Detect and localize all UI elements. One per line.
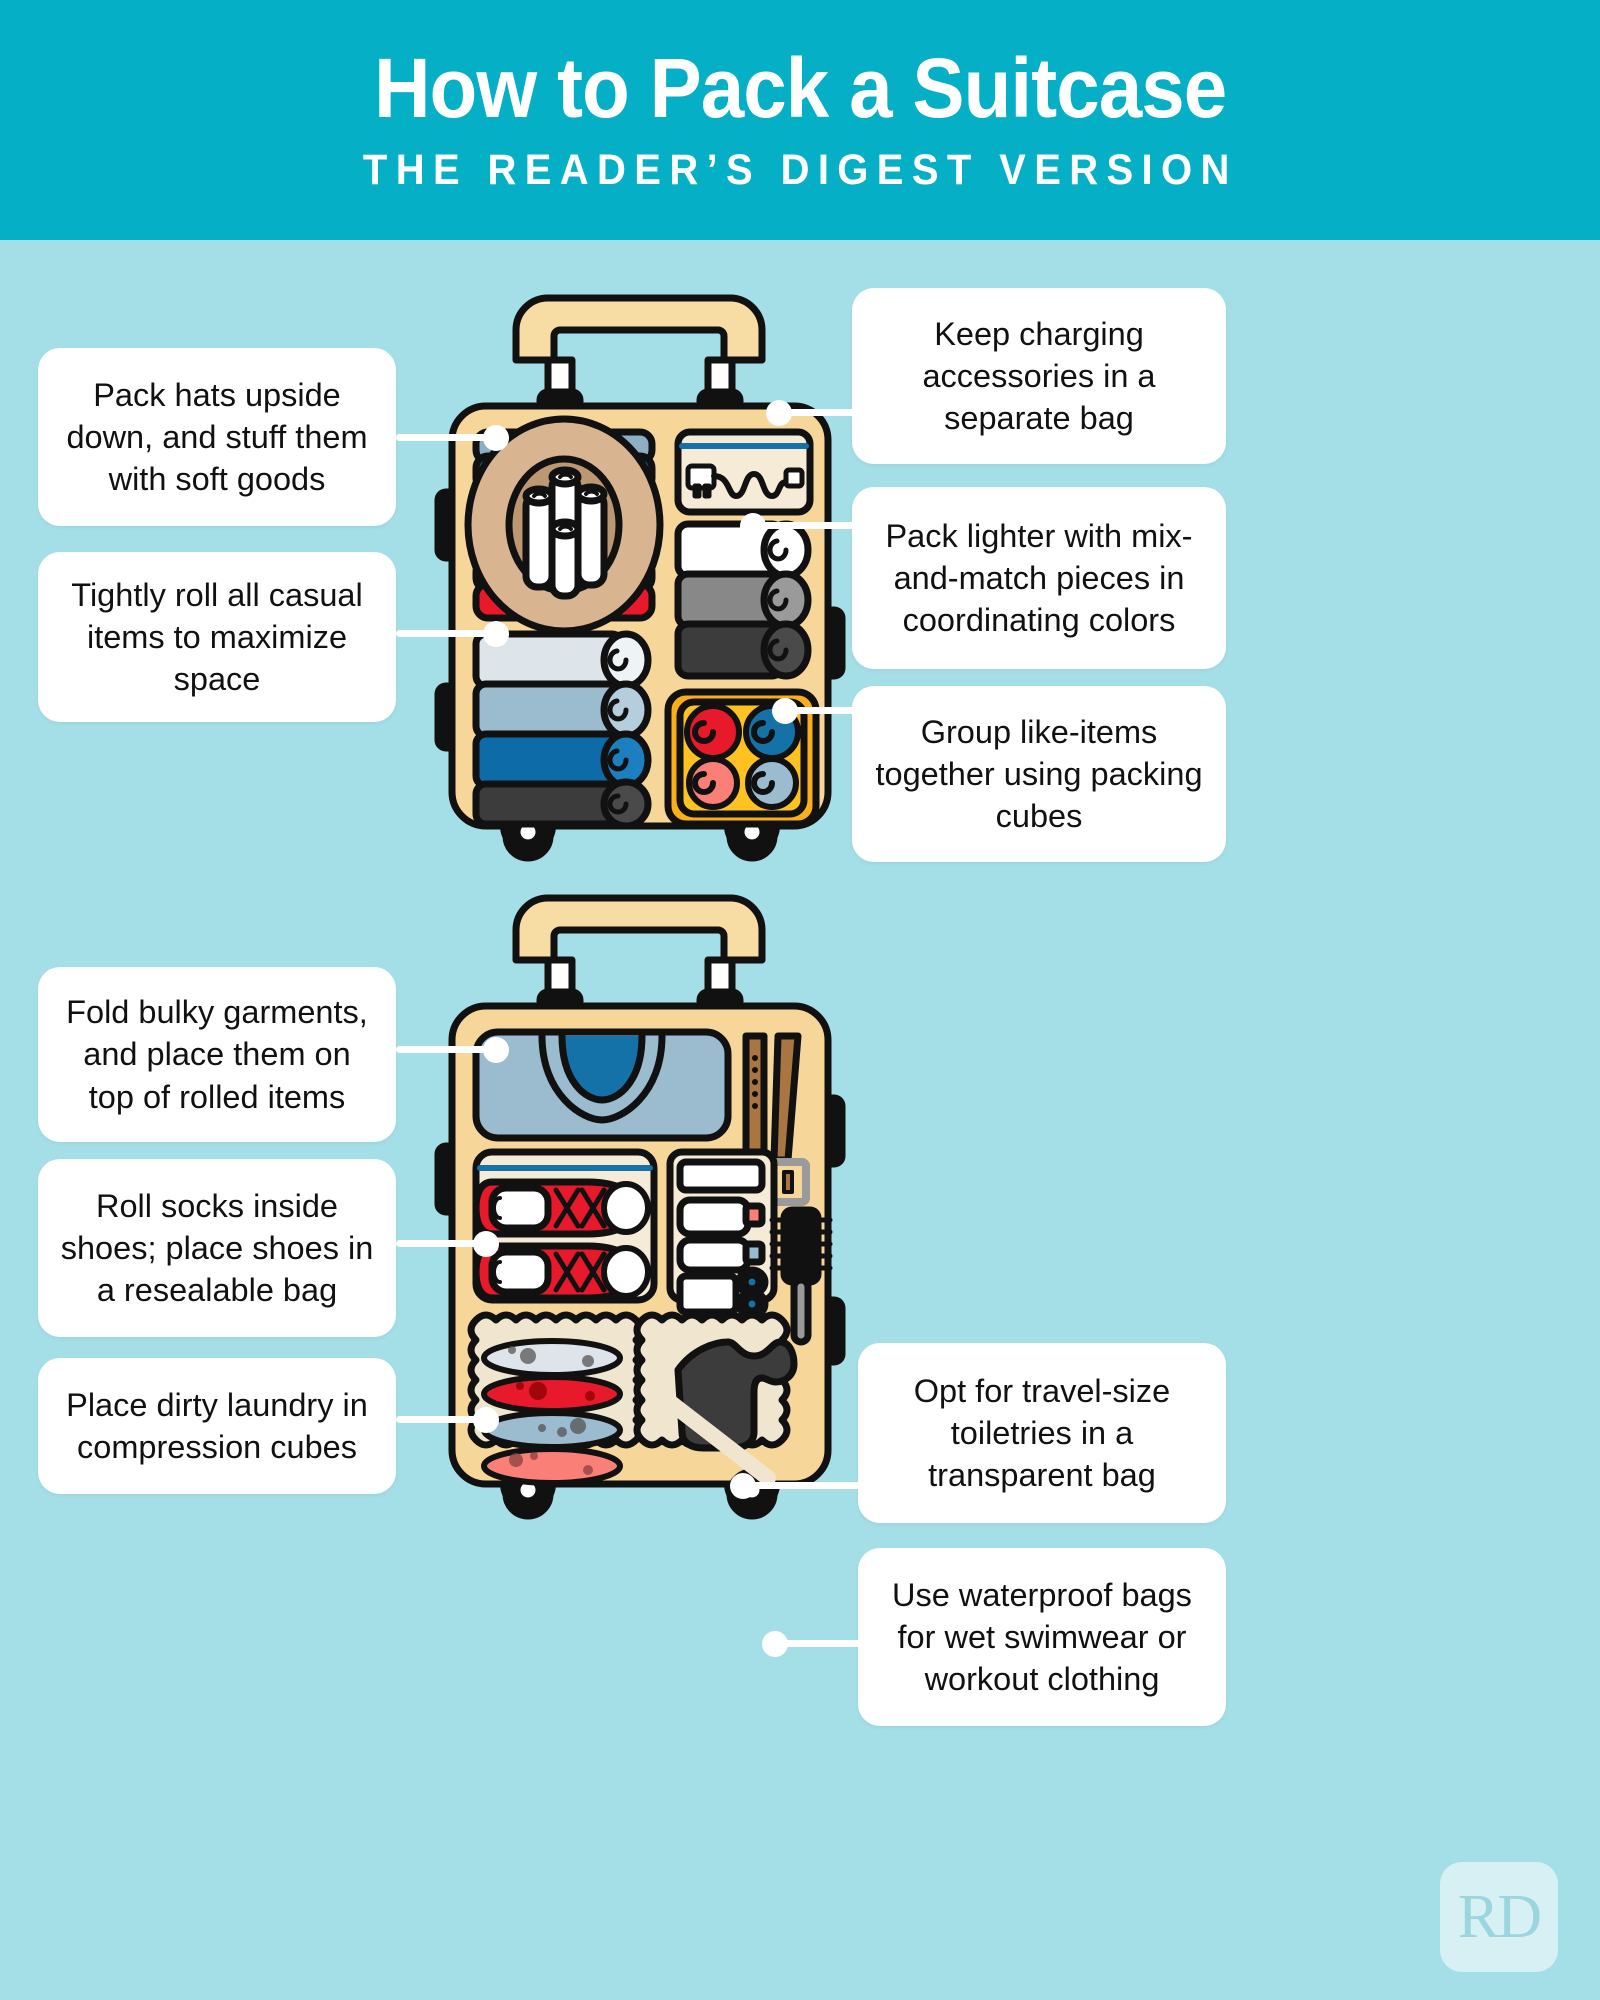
leader-line-roll-socks [396,1240,496,1247]
leader-dot-toiletries [730,1473,756,1499]
page-header: How to Pack a Suitcase THE READER’S DIGE… [0,0,1600,240]
top-suitcase-illustration [430,280,850,880]
rd-logo: RD [1440,1862,1558,1972]
callout-pack-hats[interactable]: Pack hats upside down, and stuff them wi… [38,348,396,526]
leader-dot-waterproof [762,1631,788,1657]
leader-line-dirty-laundry [396,1416,496,1423]
leader-line-pack-hats [396,434,506,441]
callout-text: Tightly roll all casual items to maximiz… [71,576,363,698]
callout-text: Keep charging accessories in a separate … [922,315,1156,437]
leader-dot-fold-bulky [483,1037,509,1063]
callout-text: Use waterproof bags for wet swimwear or … [892,1576,1192,1698]
leader-dot-tightly-roll [483,621,509,647]
page-subtitle: THE READER’S DIGEST VERSION [362,145,1238,194]
leader-line-group-items [786,707,866,714]
callout-charging-accessories[interactable]: Keep charging accessories in a separate … [852,288,1226,464]
leader-dot-pack-hats [483,425,509,451]
callout-waterproof-bags[interactable]: Use waterproof bags for wet swimwear or … [858,1548,1226,1726]
leader-line-pack-lighter [752,522,864,529]
bottom-suitcase-illustration [430,880,850,1570]
callout-pack-lighter[interactable]: Pack lighter with mix-and-match pieces i… [852,487,1226,669]
rd-logo-text: RD [1457,1883,1542,1951]
callout-text: Pack hats upside down, and stuff them wi… [66,376,368,498]
callout-dirty-laundry[interactable]: Place dirty laundry in compression cubes [38,1358,396,1494]
leader-dot-charging [766,400,792,426]
leader-line-charging [776,409,866,416]
callout-roll-socks[interactable]: Roll socks inside shoes; place shoes in … [38,1159,396,1337]
leader-line-waterproof [776,1640,872,1647]
leader-line-tightly-roll [396,630,506,637]
leader-dot-roll-socks [473,1231,499,1257]
callout-text: Opt for travel-size toiletries in a tran… [913,1372,1171,1494]
leader-line-fold-bulky [396,1046,506,1053]
leader-dot-pack-lighter [740,513,766,539]
callout-group-like-items[interactable]: Group like-items together using packing … [852,686,1226,862]
callout-text: Pack lighter with mix-and-match pieces i… [885,517,1193,639]
callout-text: Place dirty laundry in compression cubes [66,1386,368,1465]
leader-line-toiletries [742,1482,872,1489]
callout-fold-bulky[interactable]: Fold bulky garments, and place them on t… [38,967,396,1142]
callout-text: Roll socks inside shoes; place shoes in … [60,1187,374,1309]
page-title: How to Pack a Suitcase [373,40,1227,135]
callout-tightly-roll[interactable]: Tightly roll all casual items to maximiz… [38,552,396,722]
leader-dot-dirty-laundry [473,1407,499,1433]
callout-toiletries[interactable]: Opt for travel-size toiletries in a tran… [858,1343,1226,1523]
callout-text: Fold bulky garments, and place them on t… [66,994,368,1115]
leader-dot-group-items [772,698,798,724]
callout-text: Group like-items together using packing … [875,713,1203,835]
